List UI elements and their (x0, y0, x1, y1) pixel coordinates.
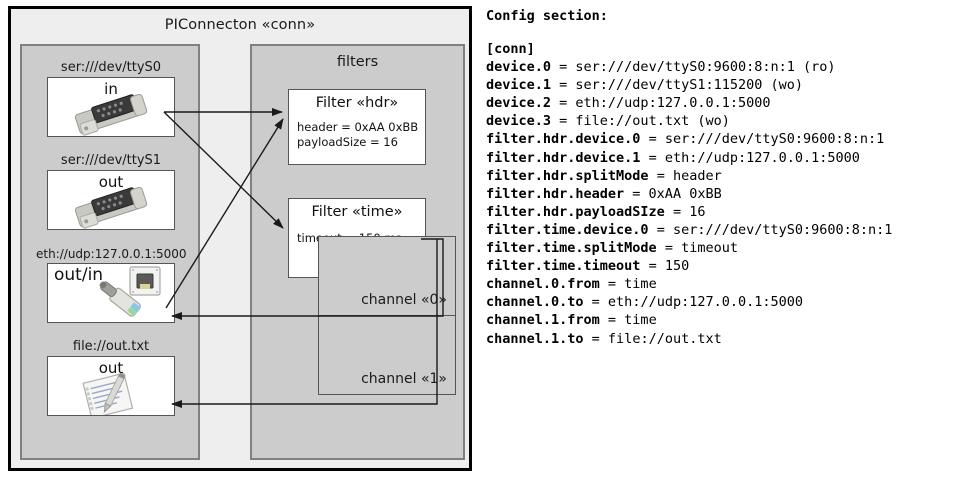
device-box-ttys0[interactable]: in (47, 77, 175, 137)
device-item-ttys1: ser:///dev/ttyS1 out (36, 153, 186, 230)
config-line: [conn] (486, 40, 892, 58)
config-line: filter.hdr.splitMode = header (486, 167, 892, 185)
config-line-value: = ser:///dev/ttyS0:9600:8:n:1 (640, 131, 885, 148)
config-line-value: = eth://udp:127.0.0.1:5000 (583, 294, 803, 311)
filter-hdr-box[interactable]: Filter «hdr» header = 0xAA 0xBB payloadS… (288, 89, 426, 165)
device-direction-label-file: out (98, 359, 124, 377)
filter-time-title: Filter «time» (311, 204, 403, 220)
channel-1-box[interactable]: channel «1» (318, 315, 456, 395)
config-line: channel.1.to = file://out.txt (486, 330, 892, 348)
config-line-key: channel.1.to (486, 330, 584, 347)
config-line-value: = 150 (640, 258, 690, 275)
filters-group: filters Filter «hdr» header = 0xAA 0xBB … (250, 44, 465, 460)
config-line-value: = file://out.txt (wo) (551, 113, 730, 130)
config-line-key: device.1 (486, 77, 552, 94)
filters-group-title: filters (336, 54, 379, 70)
config-line: device.1 = ser:///dev/ttyS1:115200 (wo) (486, 76, 892, 94)
device-caption-ttys0: ser:///dev/ttyS0 (60, 60, 162, 75)
device-box-eth[interactable]: out/in (47, 263, 175, 323)
config-line-value: = eth://udp:127.0.0.1:5000 (640, 149, 860, 166)
config-line-key: channel.1.from (486, 312, 600, 329)
config-line-key: device.3 (486, 113, 552, 130)
device-item-file: file://out.txt out (36, 339, 186, 416)
device-direction-label-ttys1: out (98, 173, 124, 191)
config-line-key: channel.0.from (486, 276, 600, 293)
config-line: channel.0.to = eth://udp:127.0.0.1:5000 (486, 293, 892, 311)
config-line-value: = eth://udp:127.0.0.1:5000 (551, 95, 771, 112)
device-caption-eth: eth://udp:127.0.0.1:5000 (36, 247, 187, 261)
channel-0-box[interactable]: channel «0» (318, 236, 456, 316)
config-line-value: = header (648, 167, 722, 184)
config-line: filter.time.device.0 = ser:///dev/ttyS0:… (486, 221, 892, 239)
config-line-value: = ser:///dev/ttyS1:115200 (wo) (551, 77, 803, 94)
config-line: filter.time.timeout = 150 (486, 257, 892, 275)
device-item-ttys0: ser:///dev/ttyS0 in (36, 60, 186, 137)
config-line-value: = time (599, 276, 657, 293)
config-line-key: device.0 (486, 59, 552, 76)
device-box-file[interactable]: out (47, 356, 175, 416)
config-section-panel: Config section: [conn]device.0 = ser:///… (482, 0, 964, 484)
config-line-key: filter.time.splitMode (486, 240, 657, 257)
config-line-key: filter.hdr.header (486, 185, 625, 202)
config-line-key: filter.hdr.splitMode (486, 167, 649, 184)
filter-hdr-properties: header = 0xAA 0xBB payloadSize = 16 (297, 120, 418, 150)
text-file-icon (75, 372, 147, 415)
device-direction-label-ttys0: in (104, 80, 118, 98)
config-line: channel.0.from = time (486, 275, 892, 293)
config-line: device.3 = file://out.txt (wo) (486, 112, 892, 130)
device-direction-label-eth: out/in (54, 265, 104, 285)
architecture-diagram: PIConnecton «conn» ser:///dev/ttyS0 in (0, 0, 476, 484)
config-line: device.2 = eth://udp:127.0.0.1:5000 (486, 94, 892, 112)
config-line-value: = time (599, 312, 657, 329)
config-line-value: = 16 (664, 203, 706, 220)
config-line: device.0 = ser:///dev/ttyS0:9600:8:n:1 (… (486, 58, 892, 76)
filter-hdr-prop-payloadsize: payloadSize = 16 (297, 135, 398, 149)
filter-hdr-title: Filter «hdr» (315, 95, 399, 111)
filter-hdr-prop-header: header = 0xAA 0xBB (297, 120, 419, 134)
config-line: filter.time.splitMode = timeout (486, 239, 892, 257)
serial-port-icon (68, 185, 154, 229)
config-line-key: filter.hdr.payloadSIze (486, 203, 665, 220)
config-line: filter.hdr.payloadSIze = 16 (486, 203, 892, 221)
device-item-eth: eth://udp:127.0.0.1:5000 out/in (36, 246, 187, 323)
connector-outer-frame: PIConnecton «conn» ser:///dev/ttyS0 in (8, 6, 472, 471)
config-line-value: = ser:///dev/ttyS0:9600:8:n:1 (ro) (551, 59, 836, 76)
channel-0-label: channel «0» (361, 292, 447, 308)
config-line-key: filter.time.timeout (486, 258, 641, 275)
device-box-ttys1[interactable]: out (47, 170, 175, 230)
config-line-value: = file://out.txt (583, 330, 722, 347)
config-line-key: device.2 (486, 95, 552, 112)
devices-group: ser:///dev/ttyS0 in (20, 44, 200, 460)
serial-port-icon (68, 92, 154, 136)
diagram-title: PIConnecton «conn» (164, 17, 316, 33)
device-caption-ttys1: ser:///dev/ttyS1 (60, 153, 162, 168)
channel-1-label: channel «1» (361, 371, 447, 387)
config-line-key: filter.hdr.device.1 (486, 149, 641, 166)
config-line-value: = ser:///dev/ttyS0:9600:8:n:1 (648, 221, 893, 238)
config-line-value: = 0xAA 0xBB (624, 185, 722, 202)
config-line: channel.1.from = time (486, 311, 892, 329)
config-line-key: [conn] (486, 41, 535, 57)
ethernet-plug-icon (94, 266, 166, 322)
config-line: filter.hdr.device.0 = ser:///dev/ttyS0:9… (486, 130, 892, 148)
config-line-key: channel.0.to (486, 294, 584, 311)
config-line: filter.hdr.device.1 = eth://udp:127.0.0.… (486, 149, 892, 167)
device-caption-file: file://out.txt (72, 339, 150, 354)
config-line-value: = timeout (656, 240, 738, 257)
config-heading: Config section: (486, 8, 608, 24)
config-line-key: filter.hdr.device.0 (486, 131, 641, 148)
config-line-key: filter.time.device.0 (486, 221, 649, 238)
config-line: filter.hdr.header = 0xAA 0xBB (486, 185, 892, 203)
config-text-block: [conn]device.0 = ser:///dev/ttyS0:9600:8… (486, 40, 892, 348)
